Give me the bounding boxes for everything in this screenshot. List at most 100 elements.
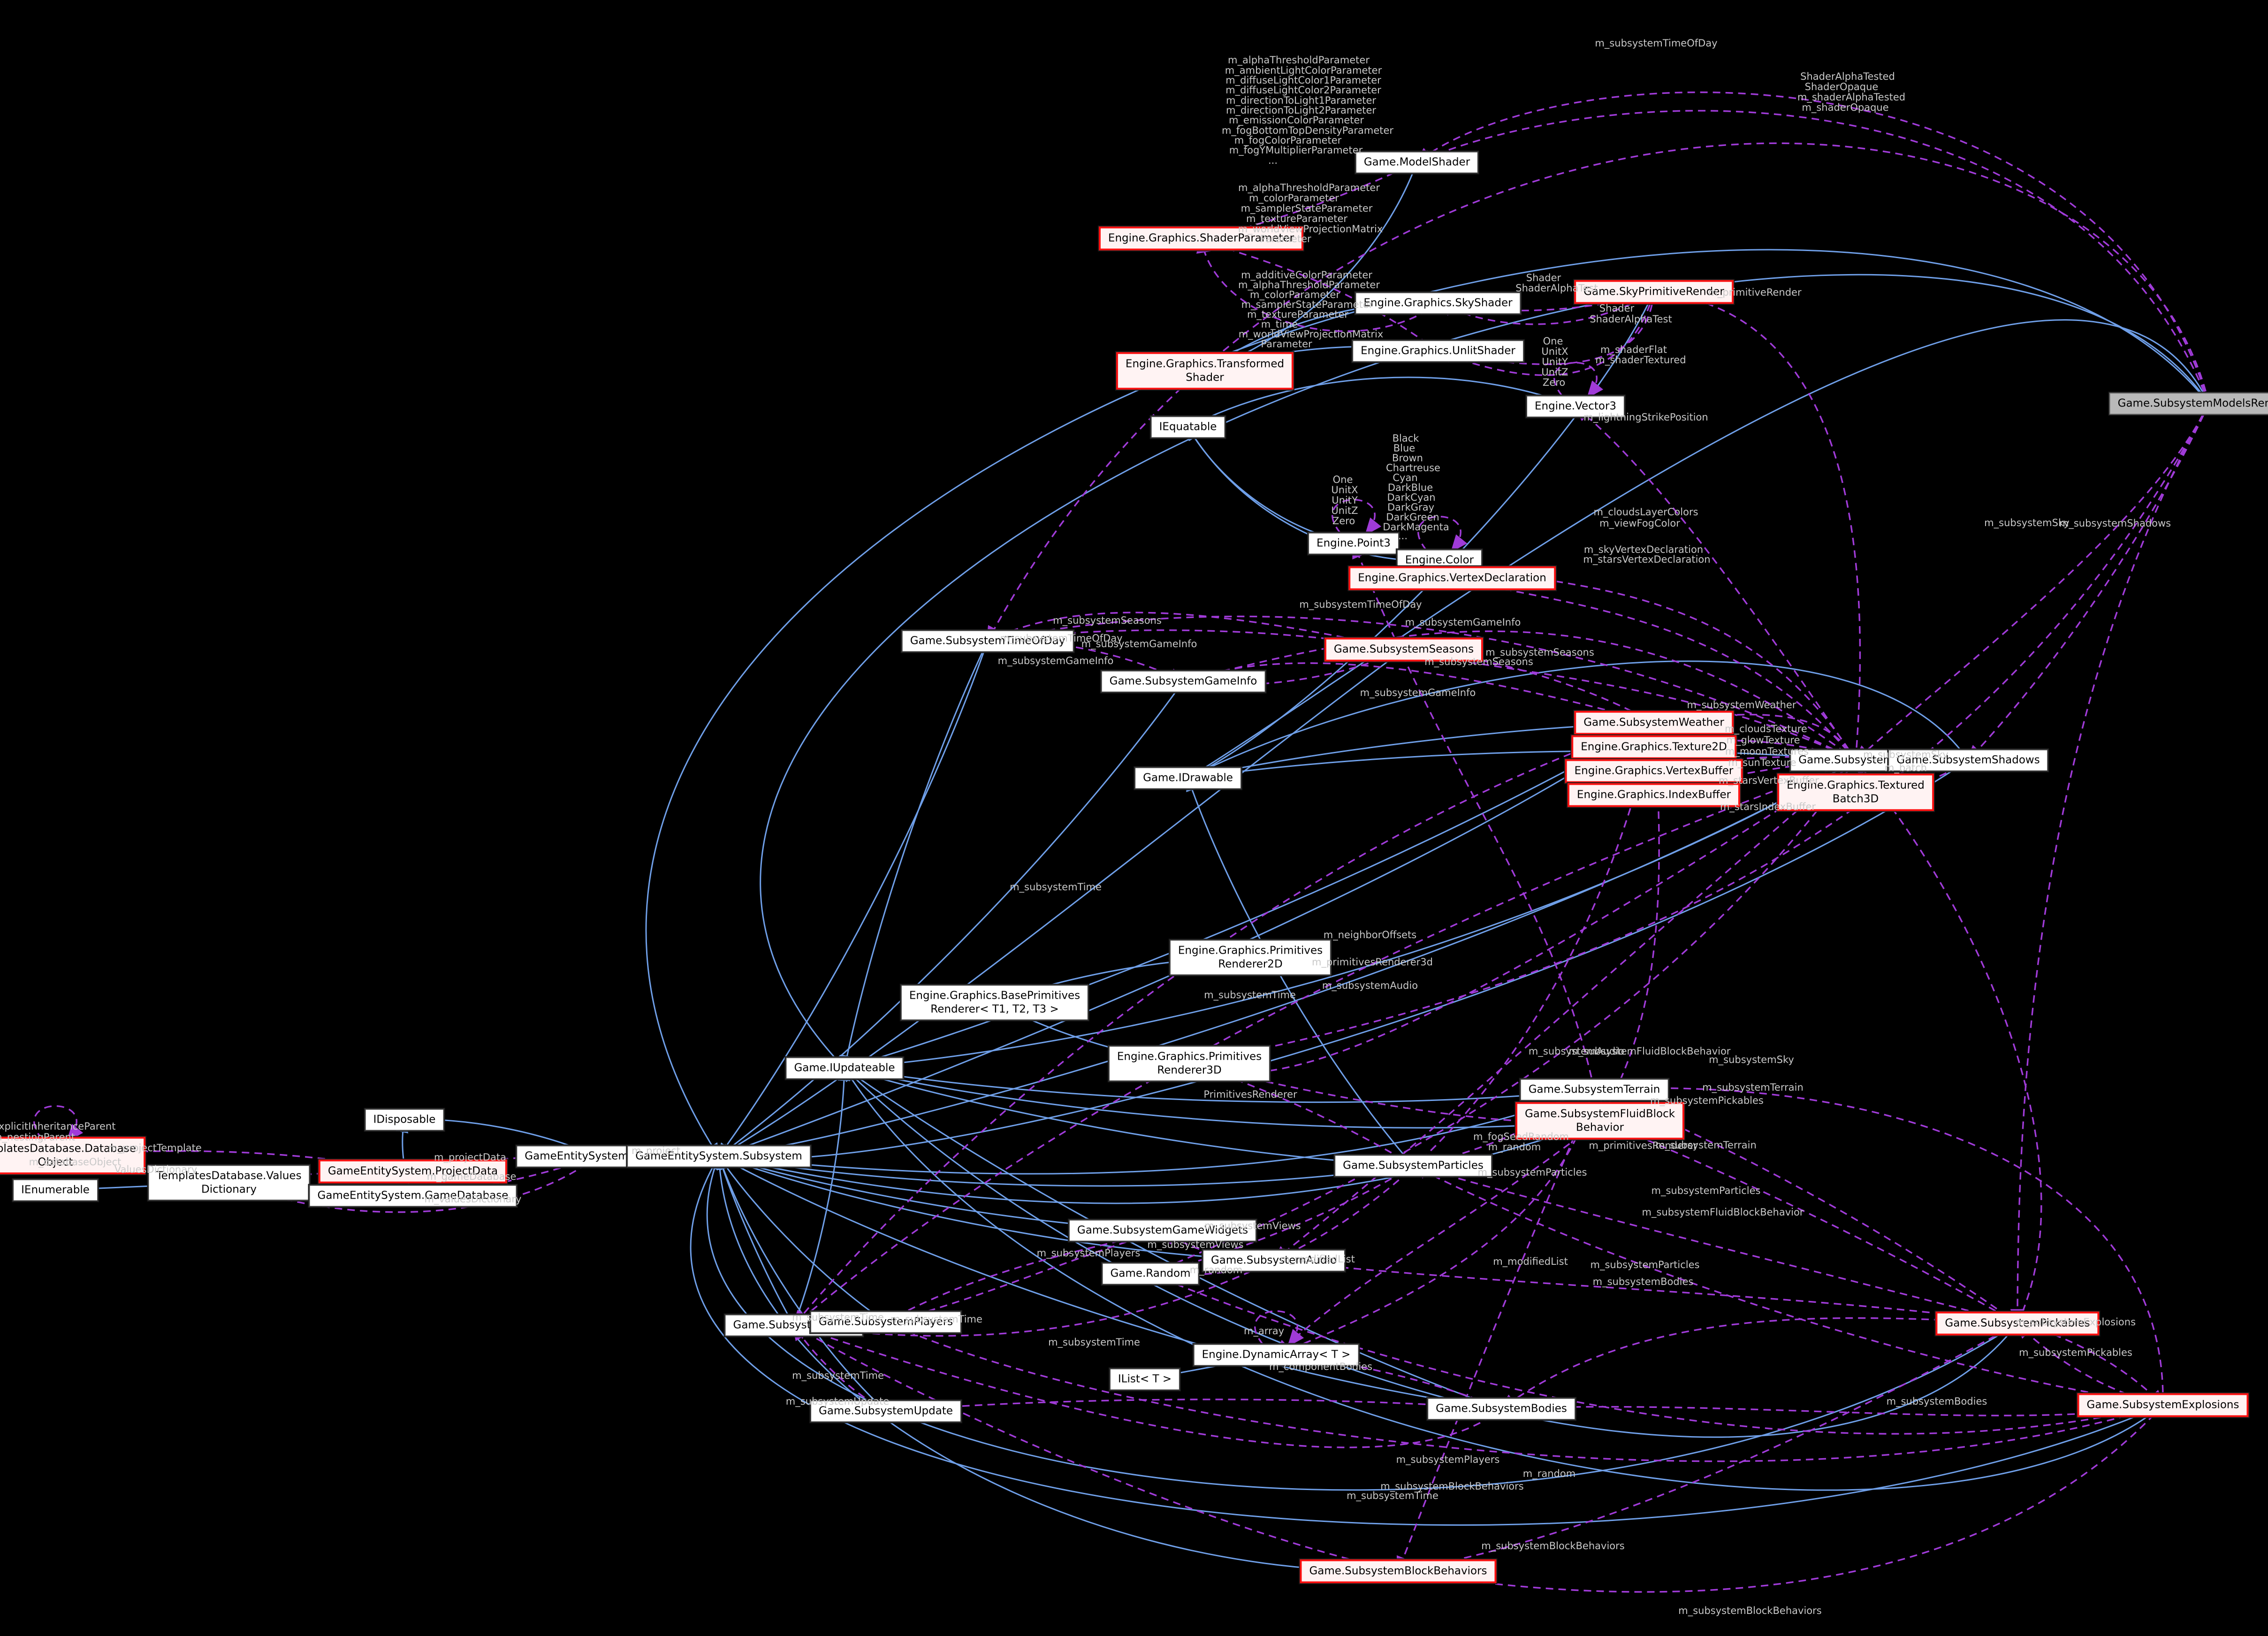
inheritance-edge — [841, 641, 989, 1071]
edge-label: m_componentBodies — [1269, 1361, 1373, 1372]
inheritance-edge — [842, 1064, 1600, 1129]
usage-edge — [1436, 558, 1857, 761]
class-node-subsystemfluidblockbehavior[interactable]: Game.SubsystemFluidBlock Behavior — [1514, 1101, 1686, 1140]
inheritance-edge — [716, 1155, 1502, 1410]
inheritance-edge — [716, 1089, 1595, 1175]
usage-edge — [1274, 1120, 1601, 1357]
inheritance-edge — [842, 1063, 1595, 1103]
class-node-subsystemshadows[interactable]: Game.SubsystemShadows — [1887, 748, 2049, 772]
class-node-subsystemgameinfo[interactable]: Game.SubsystemGameInfo — [1100, 669, 1267, 694]
usage-edge — [1273, 1089, 1595, 1356]
class-node-projectdata[interactable]: GameEntitySystem.ProjectData — [317, 1158, 509, 1185]
edge-label: m_subsystemWeather — [1687, 699, 1796, 711]
usage-edge — [1186, 1061, 1414, 1167]
class-node-subsystemupdate[interactable]: Game.SubsystemUpdate — [809, 1399, 963, 1423]
class-node-vertexdeclaration[interactable]: Engine.Graphics.VertexDeclaration — [1347, 565, 1557, 591]
class-node-iequatable[interactable]: IEquatable — [1149, 415, 1226, 439]
class-node-primitivesrenderer3d[interactable]: Engine.Graphics.Primitives Renderer3D — [1107, 1045, 1271, 1082]
edge-label: m_fogColorParameter — [1234, 135, 1342, 146]
class-node-texture2d[interactable]: Engine.Graphics.Texture2D — [1570, 734, 1737, 760]
edge-label: m_fogBottomTopDensityParameter — [1221, 125, 1394, 136]
class-node-point3[interactable]: Engine.Point3 — [1307, 531, 1400, 556]
class-node-databaseobject[interactable]: TemplatesDatabase.Database Object — [0, 1136, 146, 1175]
class-node-subsystemweather[interactable]: Game.SubsystemWeather — [1573, 710, 1735, 736]
edge-label: Zero — [1542, 377, 1566, 388]
class-node-modelshader[interactable]: Game.ModelShader — [1354, 150, 1480, 175]
edge-label: m_neighborOffsets — [1323, 929, 1417, 940]
class-node-shaderparameter[interactable]: Engine.Graphics.ShaderParameter — [1097, 225, 1305, 252]
edge-label: m_samplerStateParameter — [1241, 299, 1373, 310]
class-node-vertexbuffer[interactable]: Engine.Graphics.VertexBuffer — [1564, 758, 1744, 784]
class-node-subsystemaudio[interactable]: Game.SubsystemAudio — [1201, 1248, 1347, 1273]
inheritance-edge — [1185, 376, 1576, 428]
edge-label: m_subsystemSeasons — [1485, 647, 1594, 658]
class-node-subsystempickables[interactable]: Game.SubsystemPickables — [1934, 1310, 2101, 1337]
edge-label: m_colorParameter — [1249, 192, 1339, 204]
class-node-ienumerable[interactable]: IEnumerable — [12, 1178, 99, 1202]
class-node-valuesdictionary[interactable]: TemplatesDatabase.Values Dictionary — [147, 1164, 311, 1201]
usage-edge — [1853, 403, 2210, 763]
class-node-subsystemgamewidgets[interactable]: Game.SubsystemGameWidgets — [1067, 1218, 1258, 1243]
class-node-transformedshader[interactable]: Engine.Graphics.Transformed Shader — [1115, 351, 1295, 390]
class-node-modelsrenderer[interactable]: Game.SubsystemModelsRenderer — [2108, 391, 2268, 416]
class-node-texturedbatch3d[interactable]: Engine.Graphics.Textured Batch3D — [1776, 772, 1935, 812]
class-node-skyshader[interactable]: Engine.Graphics.SkyShader — [1354, 291, 1522, 315]
edge-label: m_starsVertexBuffer — [1719, 775, 1819, 786]
edge-label: m_textureParameter — [1247, 309, 1349, 320]
edge-label: m_diffuseLightColor2Parameter — [1225, 84, 1381, 96]
class-node-subsystemterrain[interactable]: Game.SubsystemTerrain — [1519, 1078, 1670, 1102]
class-node-idisposable[interactable]: IDisposable — [364, 1108, 445, 1132]
class-node-subsystemparticles[interactable]: Game.SubsystemParticles — [1333, 1154, 1493, 1178]
edge-label: m_subsystemGameInfo — [1405, 617, 1521, 628]
edge-label: UnitY — [1542, 356, 1568, 367]
class-node-skyprimitiverender[interactable]: Game.SkyPrimitiveRender — [1573, 279, 1735, 305]
class-node-random[interactable]: Game.Random — [1101, 1261, 1200, 1286]
usage-edge — [792, 722, 1654, 1328]
usage-edge — [1186, 1060, 1603, 1123]
inheritance-edge — [706, 1154, 2018, 1491]
class-node-gamedatabase[interactable]: GameEntitySystem.GameDatabase — [308, 1184, 518, 1208]
class-node-subsystemblockbehaviors[interactable]: Game.SubsystemBlockBehaviors — [1299, 1558, 1498, 1584]
class-node-iupdateable[interactable]: Game.IUpdateable — [784, 1056, 905, 1080]
edge-label: m_subsystemPickables — [1650, 1095, 1764, 1106]
usage-edge — [1591, 1082, 2164, 1406]
edge-label: ShaderAlphaTested — [1800, 71, 1895, 82]
class-node-subsystem[interactable]: GameEntitySystem.Subsystem — [626, 1144, 812, 1169]
class-node-vector3[interactable]: Engine.Vector3 — [1525, 394, 1626, 419]
class-node-idrawable[interactable]: Game.IDrawable — [1134, 766, 1242, 790]
edge-label: m_lightningStrikePosition — [1583, 412, 1708, 423]
inheritance-edge — [1185, 319, 2210, 780]
class-node-baseprimitivesrenderer[interactable]: Engine.Graphics.BasePrimitives Renderer<… — [899, 984, 1090, 1021]
usage-edge — [1395, 1323, 2018, 1576]
edge-label: m_subsystemAudio — [1528, 1046, 1625, 1057]
inheritance-edge — [1185, 660, 1969, 780]
inheritance-edge — [1186, 424, 1354, 544]
usage-edge — [984, 615, 1856, 761]
edge-label: m_subsystemGameInfo — [1081, 638, 1197, 650]
class-node-subsystemexplosions[interactable]: Game.SubsystemExplosions — [2076, 1392, 2250, 1418]
class-node-subsystemtimeofday[interactable]: Game.SubsystemTimeOfDay — [900, 629, 1075, 653]
class-node-ilist[interactable]: IList< T > — [1108, 1367, 1181, 1391]
class-node-subsystemseasons[interactable]: Game.SubsystemSeasons — [1323, 636, 1484, 663]
edge-label: m_shaderAlphaTested — [1797, 92, 1906, 103]
class-node-indexbuffer[interactable]: Engine.Graphics.IndexBuffer — [1566, 782, 1742, 808]
edge-label: UnitZ — [1541, 367, 1568, 378]
class-node-dynamicarray[interactable]: Engine.DynamicArray< T > — [1192, 1343, 1360, 1367]
class-node-primitivesrenderer2d[interactable]: Engine.Graphics.Primitives Renderer2D — [1168, 939, 1332, 976]
class-node-subsystemplayers[interactable]: Game.SubsystemPlayers — [809, 1310, 963, 1334]
class-node-unlitshader[interactable]: Engine.Graphics.UnlitShader — [1351, 339, 1525, 363]
edge-label: m_subsystemTimeOfDay — [1299, 599, 1422, 610]
edge-label: m_alphaThresholdParameter — [1228, 54, 1370, 66]
edge-label: m_subsystemSky — [1984, 517, 2070, 528]
usage-edge — [1332, 499, 1382, 536]
usage-edge — [33, 1105, 84, 1142]
class-node-subsystembodies[interactable]: Game.SubsystemBodies — [1426, 1397, 1576, 1421]
usage-edge — [1498, 1401, 2163, 1416]
edge-label: DarkBlue — [1387, 482, 1433, 493]
edge-label: m_cloudsTexture — [1725, 723, 1807, 734]
edge-label: m_primitiveRender — [1708, 287, 1802, 298]
edge-label: m_additiveColorParameter — [1241, 269, 1372, 281]
usage-edge — [1853, 757, 2042, 1324]
usage-edge — [1400, 643, 1654, 724]
edge-label: Shader — [1526, 272, 1561, 283]
